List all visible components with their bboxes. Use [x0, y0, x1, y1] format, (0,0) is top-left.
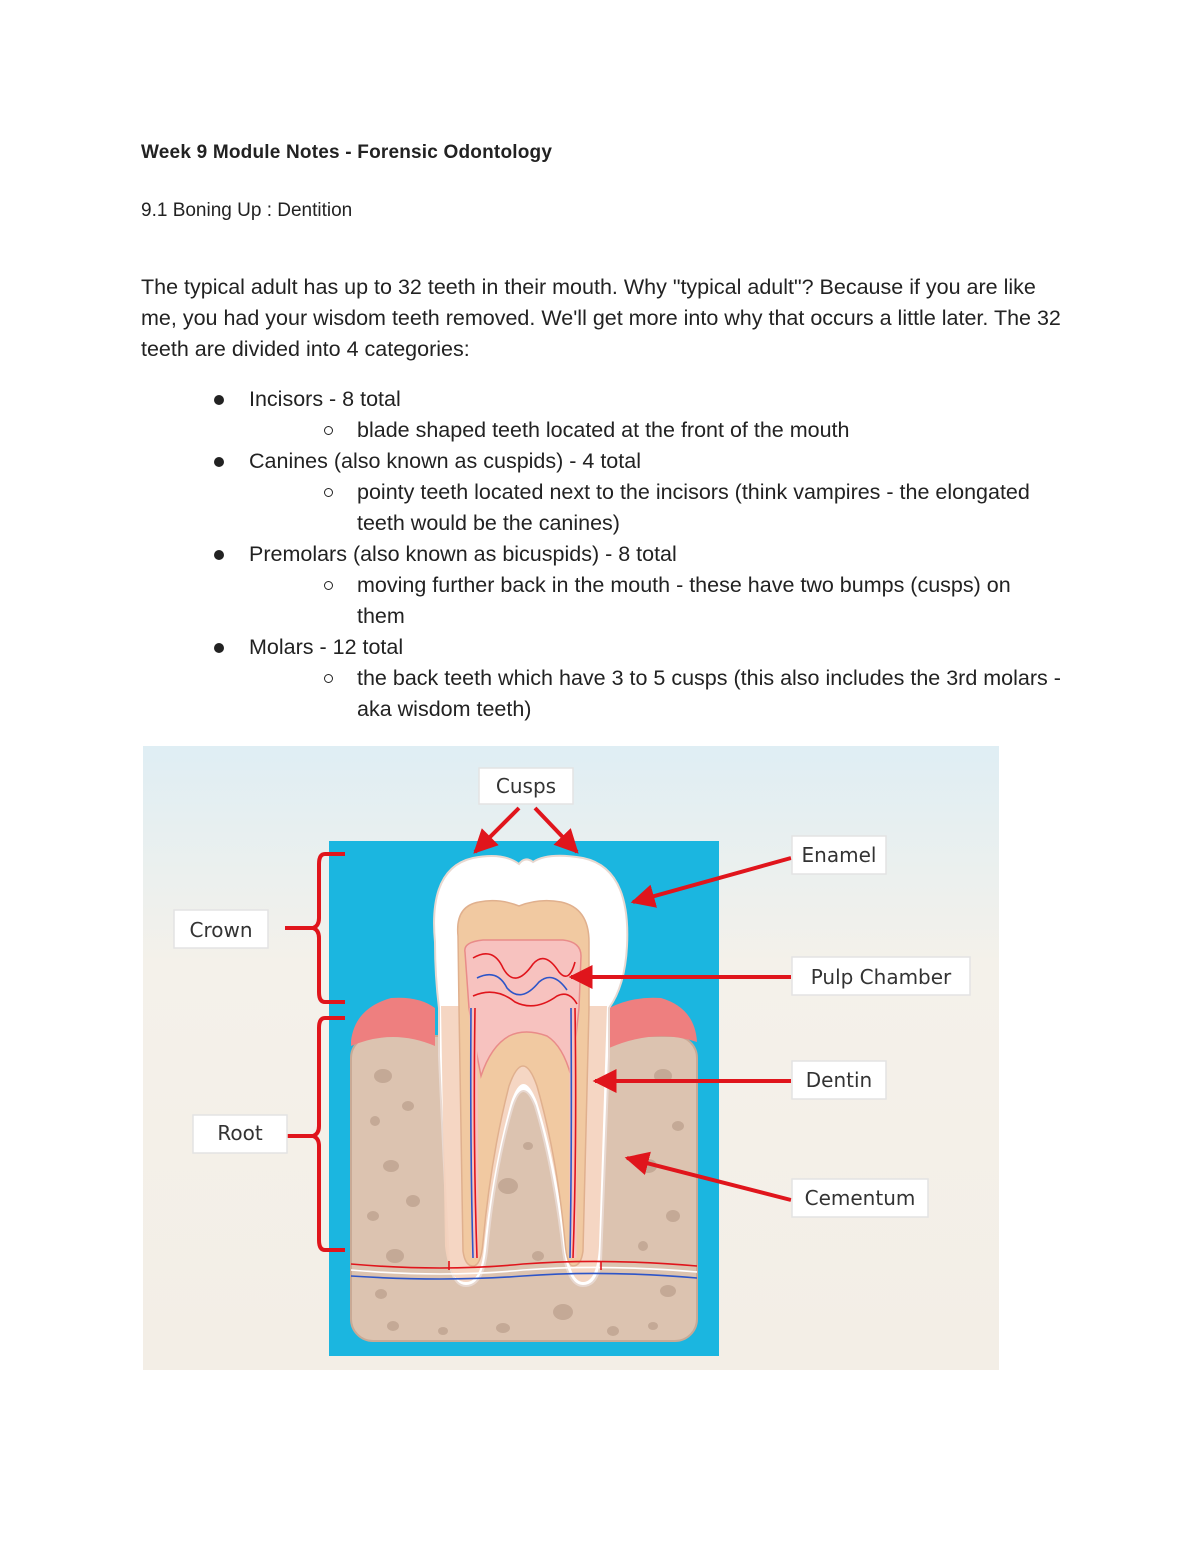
blood-vessels — [350, 952, 698, 1280]
list-item-canines: Canines (also known as cuspids) - 4 tota… — [141, 446, 1061, 477]
enamel-label: Enamel — [802, 843, 877, 867]
list-item-incisors: Incisors - 8 total — [141, 384, 1061, 415]
enamel-label-box — [791, 835, 887, 875]
hollow-bullet-icon — [324, 488, 333, 497]
section-heading: 9.1 Boning Up : Dentition — [141, 200, 353, 221]
root-label: Root — [217, 1121, 262, 1145]
intro-paragraph: The typical adult has up to 32 teeth in … — [141, 275, 1061, 361]
label-boxes — [173, 767, 971, 1218]
category-label: Molars - 12 total — [249, 635, 404, 659]
cementum-label-box — [791, 1178, 929, 1218]
category-detail: moving further back in the mouth - these… — [357, 573, 1011, 628]
pulp-chamber — [464, 939, 582, 1079]
cementum-label: Cementum — [805, 1186, 916, 1210]
category-label: Incisors - 8 total — [249, 387, 401, 411]
list-subitem-molars: the back teeth which have 3 to 5 cusps (… — [141, 663, 1061, 725]
cusps-label: Cusps — [496, 774, 556, 798]
category-label: Canines (also known as cuspids) - 4 tota… — [249, 449, 641, 473]
hollow-bullet-icon — [324, 674, 333, 683]
list-item-molars: Molars - 12 total — [141, 632, 1061, 663]
enamel-arrow — [630, 856, 792, 908]
bullet-icon — [214, 550, 224, 560]
bullet-icon — [214, 643, 224, 653]
bone-spots — [367, 1069, 684, 1336]
gum-tissue-left — [351, 997, 435, 1046]
category-detail: the back teeth which have 3 to 5 cusps (… — [357, 666, 1061, 721]
cusps-label-box — [478, 767, 574, 805]
gum-tissue-right — [609, 997, 697, 1048]
root-label-box — [192, 1114, 288, 1154]
category-detail: blade shaped teeth located at the front … — [357, 418, 850, 442]
pulp-label-box — [791, 956, 971, 996]
hollow-bullet-icon — [324, 581, 333, 590]
dentin-label-box — [791, 1060, 887, 1100]
dentin-label: Dentin — [806, 1068, 872, 1092]
list-subitem-canines: pointy teeth located next to the incisor… — [141, 477, 1061, 539]
tooth-anatomy-diagram: Cusps Crown Root Enamel Pulp Chamber Den… — [143, 746, 999, 1370]
category-detail: pointy teeth located next to the incisor… — [357, 480, 1030, 535]
pulp-chamber-label: Pulp Chamber — [811, 965, 952, 989]
cusps-arrow-left — [473, 806, 521, 854]
crown-label: Crown — [189, 918, 252, 942]
crown-label-box — [173, 909, 269, 949]
list-subitem-incisors: blade shaped teeth located at the front … — [141, 415, 1061, 446]
category-label: Premolars (also known as bicuspids) - 8 … — [249, 542, 677, 566]
hollow-bullet-icon — [324, 426, 333, 435]
bullet-icon — [214, 395, 224, 405]
cusps-arrow-right — [533, 806, 579, 854]
list-subitem-premolars: moving further back in the mouth - these… — [141, 570, 1061, 632]
cementum-arrow — [624, 1151, 792, 1202]
label-arrows — [473, 806, 792, 1202]
tooth-categories-list: Incisors - 8 total blade shaped teeth lo… — [141, 384, 1061, 725]
bullet-icon — [214, 457, 224, 467]
list-item-premolars: Premolars (also known as bicuspids) - 8 … — [141, 539, 1061, 570]
page-title: Week 9 Module Notes - Forensic Odontolog… — [141, 142, 553, 163]
